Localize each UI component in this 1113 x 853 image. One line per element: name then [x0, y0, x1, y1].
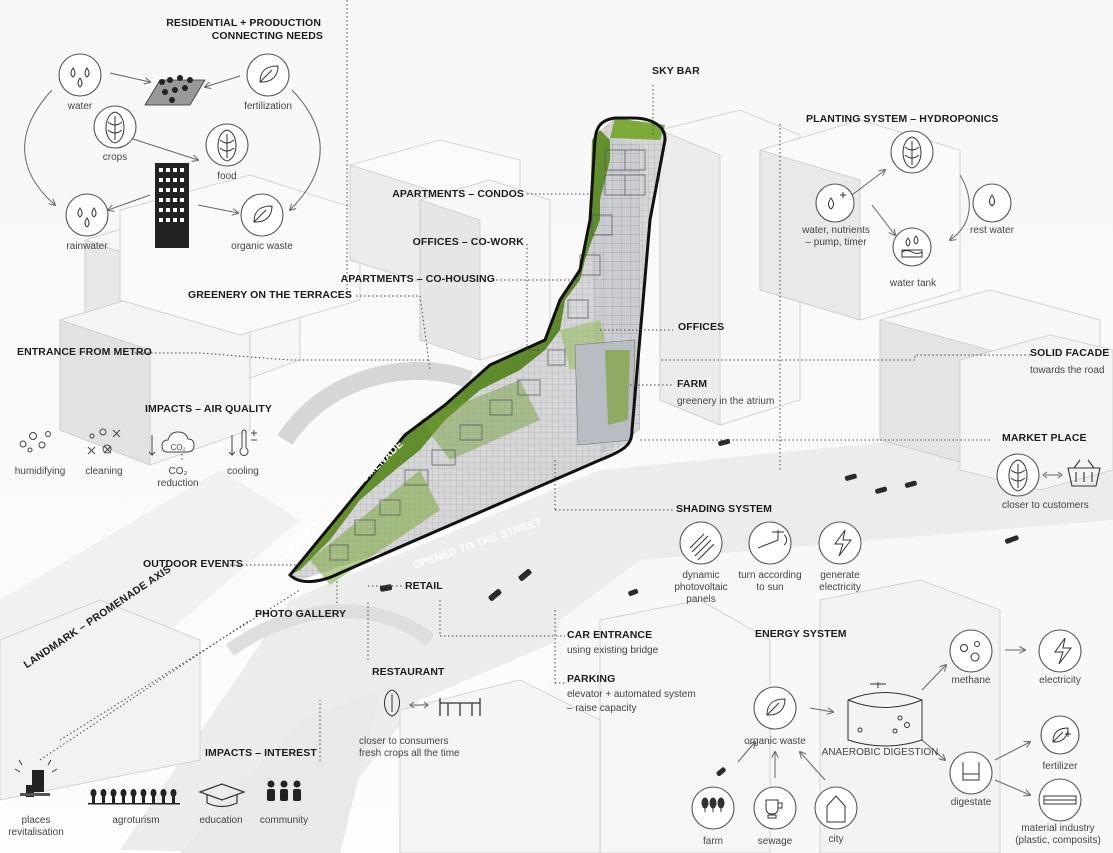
building-icon [155, 163, 189, 248]
co2-icon-text: CO₂ [170, 443, 186, 452]
education-caption: education [199, 815, 243, 826]
connecting-needs-heading: CONNECTING NEEDS [211, 30, 323, 42]
shading-system-label: SHADING SYSTEM [676, 503, 772, 515]
cooling-caption: cooling [227, 466, 259, 477]
co2-reduction-caption: CO₂ reduction [157, 466, 199, 489]
organic-waste-caption-top: organic waste [231, 241, 293, 252]
leader-lines [39, 0, 1030, 761]
offices-cowork-label: OFFICES – CO-WORK [412, 236, 524, 248]
rest-water-caption: rest water [970, 225, 1014, 236]
solid-facade-sub: towards the road [1030, 365, 1105, 376]
farm-label: FARM [677, 378, 708, 390]
solid-facade-label: SOLID FACADE [1030, 347, 1110, 359]
greenery-terraces-label: GREENERY ON THE TERRACES [187, 289, 352, 301]
city-caption: city [828, 834, 844, 845]
impacts-interest-label: IMPACTS – INTEREST [205, 747, 317, 759]
anaerobic-digestion-caption: ANAEROBIC DIGESTION [821, 747, 939, 758]
fertilization-caption: fertilization [244, 101, 292, 112]
organic-waste-caption-bottom: organic waste [744, 736, 806, 747]
methane-caption: methane [951, 675, 991, 686]
water-caption: water [67, 101, 93, 112]
residential-production-heading: RESIDENTIAL + PRODUCTION [166, 17, 321, 29]
restaurant-sub-1: closer to consumers [359, 736, 449, 747]
farm-caption: farm [703, 836, 723, 847]
parking-sub-1: elevator + automated system [567, 689, 696, 700]
generate-electricity-caption: generate electricity [819, 570, 861, 593]
electricity-caption: electricity [1039, 675, 1081, 686]
rainwater-caption: rainwater [66, 241, 108, 252]
market-place-label: MARKET PLACE [1002, 432, 1087, 444]
cycle-arrows [24, 72, 1063, 795]
car-entrance-sub: using existing bridge [567, 645, 659, 656]
entrance-metro-label: ENTRANCE FROM METRO [17, 346, 152, 358]
air-quality-icons [19, 428, 257, 457]
agroturism-caption: agroturism [112, 815, 160, 826]
parking-sub-2: – raise capacity [567, 703, 637, 714]
water-nutrients-caption: water, nutrients – pump, timer [802, 225, 870, 248]
planting-system-label: PLANTING SYSTEM – HYDROPONICS [806, 113, 999, 125]
offices-label: OFFICES [678, 321, 725, 333]
dynamic-pv-caption: dynamic photovoltaic panels [674, 570, 728, 605]
field-icon [144, 75, 206, 106]
energy-system-label: ENERGY SYSTEM [755, 628, 847, 640]
farm-sub: greenery in the atrium [677, 396, 775, 407]
photo-gallery-label: PHOTO GALLERY [255, 608, 347, 620]
places-revitalisation-caption: places revitalisation [8, 815, 64, 838]
fertilizer-caption: fertilizer [1042, 761, 1078, 772]
sky-bar-label: SKY BAR [652, 65, 700, 77]
basket-icon [1067, 459, 1101, 487]
hydroponics-icons [828, 192, 995, 258]
crops-caption: crops [102, 152, 128, 163]
water-tank-caption: water tank [889, 278, 937, 289]
restaurant-label: RESTAURANT [372, 666, 445, 678]
food-caption: food [217, 171, 237, 182]
apartments-cohousing-label: APARTMENTS – CO-HOUSING [340, 273, 495, 285]
leaf-icon [253, 65, 1069, 743]
impacts-air-label: IMPACTS – AIR QUALITY [145, 403, 272, 415]
interest-icons [14, 759, 301, 808]
car-entrance-label: CAR ENTRANCE [567, 629, 653, 641]
crop-icon [105, 111, 1028, 717]
community-caption: community [259, 815, 309, 826]
water-drops-icon [70, 67, 97, 228]
shading-icons [689, 529, 852, 561]
turn-sun-caption: turn according to sun [738, 570, 802, 593]
energy-icons [847, 637, 1077, 805]
digestate-caption: digestate [950, 797, 992, 808]
restaurant-sub-2: fresh crops all the time [359, 748, 460, 759]
humidifying-caption: humidifying [14, 466, 66, 477]
sewage-caption: sewage [757, 836, 793, 847]
market-place-sub: closer to customers [1002, 500, 1089, 511]
restaurant-table-icon [439, 698, 481, 716]
retail-label: RETAIL [405, 580, 443, 592]
main-building [287, 116, 667, 585]
source-icons [701, 795, 846, 823]
material-industry-caption: material industry (plastic, composits) [1015, 823, 1101, 846]
apartments-condos-label: APARTMENTS – CONDOS [392, 188, 524, 200]
outdoor-events-label: OUTDOOR EVENTS [143, 558, 243, 570]
parking-label: PARKING [567, 673, 616, 685]
cleaning-caption: cleaning [85, 466, 123, 477]
